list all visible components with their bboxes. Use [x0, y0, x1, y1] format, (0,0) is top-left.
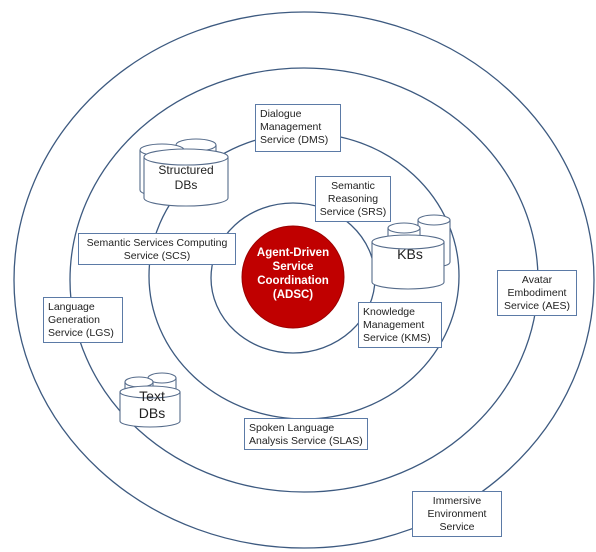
structured-dbs-line-2: DBs — [175, 178, 198, 192]
text-dbs-line-1: Text — [139, 388, 165, 404]
aes-box: Avatar Embodiment Service (AES) — [497, 270, 577, 316]
scs-box: Semantic Services Computing Service (SCS… — [78, 233, 236, 265]
outer-ring — [13, 11, 595, 549]
adsc-line-1: Agent-Driven — [257, 247, 329, 259]
adsc-core-circle — [241, 225, 345, 329]
ies-box: Immersive Environment Service — [412, 491, 502, 537]
kms-box: Knowledge Management Service (KMS) — [358, 302, 442, 348]
kbs-icon: KBs — [371, 214, 451, 290]
structured-dbs-line-1: Structured — [158, 163, 213, 177]
dms-box: Dialogue Management Service (DMS) — [255, 104, 341, 152]
adsc-line-3: Coordination — [257, 275, 329, 287]
adsc-line-4: (ADSC) — [273, 289, 313, 301]
kbs-label: KBs — [397, 246, 423, 262]
structured-dbs-icon: Structured DBs — [139, 138, 229, 207]
slas-box: Spoken Language Analysis Service (SLAS) — [244, 418, 368, 450]
adsc-line-2: Service — [273, 261, 314, 273]
lgs-box: Language Generation Service (LGS) — [43, 297, 123, 343]
text-dbs-line-2: DBs — [139, 405, 165, 421]
text-dbs-icon: Text DBs — [119, 372, 181, 428]
srs-box: Semantic Reasoning Service (SRS) — [315, 176, 391, 222]
